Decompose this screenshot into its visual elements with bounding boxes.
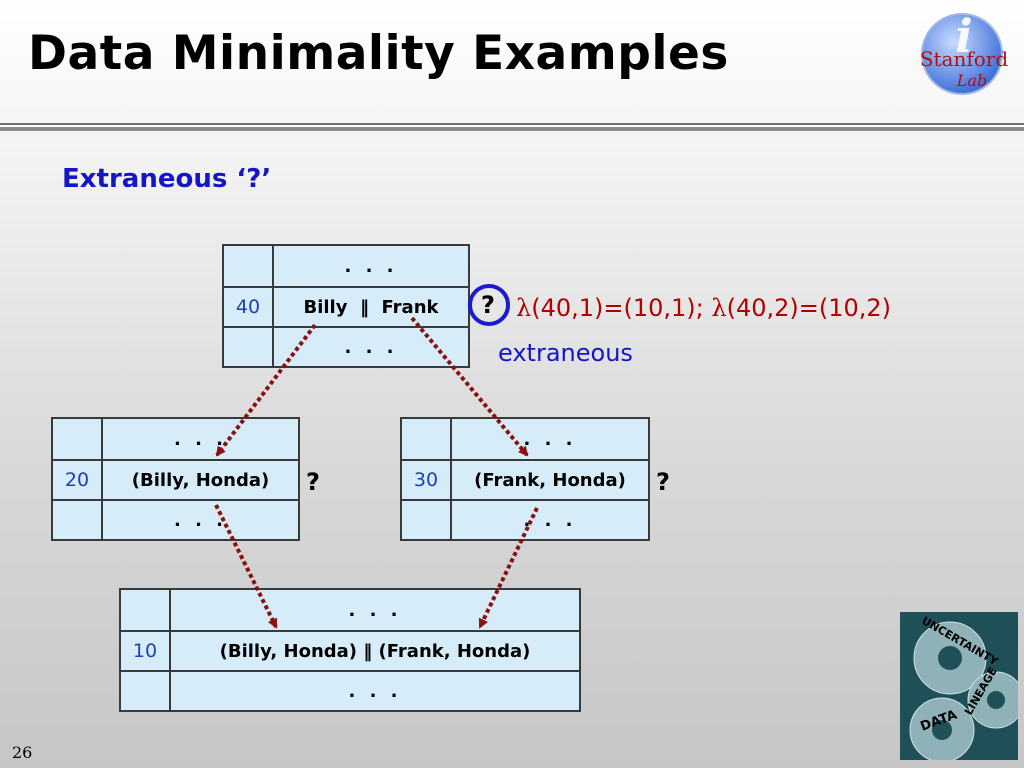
highlight-circle: [468, 284, 510, 326]
lambda-symbol: λ: [711, 294, 727, 322]
table-row-dots: . . .: [169, 588, 581, 632]
table-30: . . . 30 (Frank, Honda) . . .: [400, 417, 650, 541]
question-mark-30: ?: [656, 468, 670, 496]
table-row-dots: . . .: [272, 244, 470, 288]
table-row-dots: . . .: [450, 499, 650, 541]
tuple-value: (Billy, Honda) ‖ (Frank, Honda): [169, 630, 581, 672]
slide-title: Data Minimality Examples: [28, 26, 729, 81]
tuple-id: 40: [222, 286, 274, 328]
lambda-symbol: λ: [516, 294, 532, 322]
table-cell-empty: [222, 244, 274, 288]
tuple-value: (Frank, Honda): [450, 459, 650, 501]
question-mark-circled: ?: [481, 291, 495, 319]
tuple-id: 10: [119, 630, 171, 672]
lambda-mapping: λ(40,1)=(10,1); λ(40,2)=(10,2): [516, 294, 891, 322]
tuple-id: 30: [400, 459, 452, 501]
lambda-expression-1: (40,1)=(10,1);: [531, 294, 712, 322]
table-cell-empty: [51, 499, 103, 541]
table-cell-empty: [222, 326, 274, 368]
table-row-dots: . . .: [169, 670, 581, 712]
question-mark-20: ?: [306, 468, 320, 496]
arrow-40-to-30: [410, 316, 529, 457]
logo-text-stanford: Stanford: [920, 47, 1009, 71]
tuple-value: (Billy, Honda): [101, 459, 300, 501]
table-20: . . . 20 (Billy, Honda) . . .: [51, 417, 300, 541]
table-cell-empty: [400, 417, 452, 461]
arrow-30-to-10: [478, 507, 539, 629]
arrow-40-to-20: [215, 323, 317, 457]
table-40: . . . 40 Billy ‖ Frank . . .: [222, 244, 470, 368]
table-row-dots: . . .: [101, 417, 300, 461]
title-divider: [0, 123, 1024, 131]
table-cell-empty: [400, 499, 452, 541]
table-cell-empty: [51, 417, 103, 461]
uldb-gears-logo: UNCERTAINTY LINEAGE DATA: [900, 612, 1024, 763]
lambda-expression-2: (40,2)=(10,2): [726, 294, 892, 322]
tuple-value: Billy ‖ Frank: [272, 286, 470, 328]
table-10: . . . 10 (Billy, Honda) ‖ (Frank, Honda)…: [119, 588, 581, 712]
extraneous-label: extraneous: [498, 339, 633, 367]
table-cell-empty: [119, 670, 171, 712]
logo-letter: i: [955, 9, 972, 63]
table-cell-empty: [119, 588, 171, 632]
logo-text-lab: Lab: [956, 71, 987, 90]
slide-subtitle: Extraneous ‘?’: [62, 164, 272, 194]
stanford-infolab-logo: i Stanford Lab: [912, 8, 1016, 98]
tuple-id: 20: [51, 459, 103, 501]
arrow-20-to-10: [214, 504, 278, 629]
table-row-dots: . . .: [450, 417, 650, 461]
page-number: 26: [12, 743, 33, 762]
table-row-dots: . . .: [101, 499, 300, 541]
